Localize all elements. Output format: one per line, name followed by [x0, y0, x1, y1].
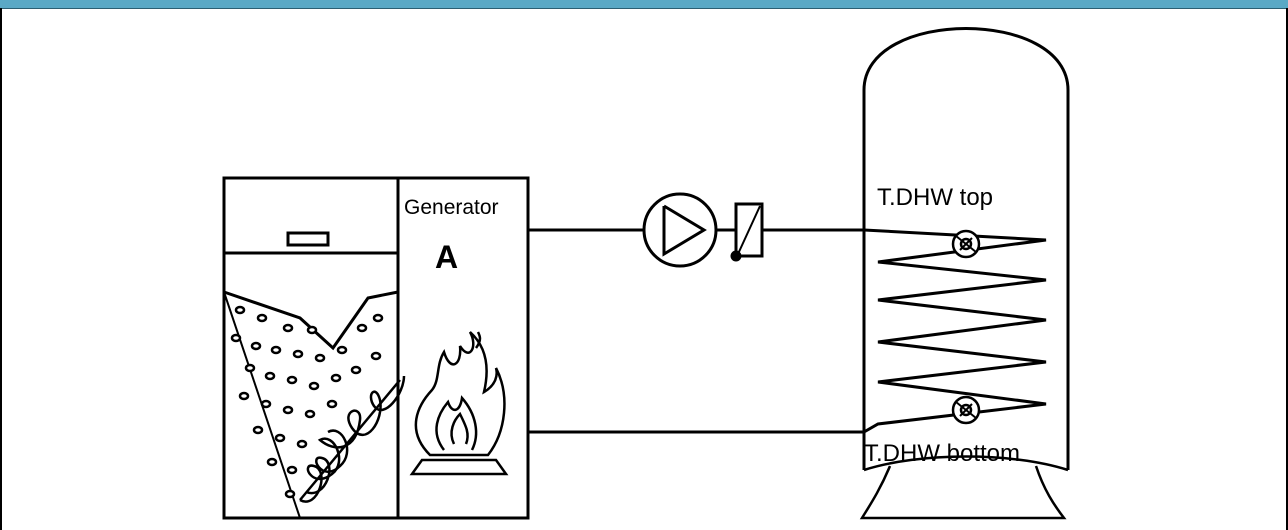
- sensor-top-label: T.DHW top: [877, 184, 993, 211]
- diagram-frame: [0, 8, 1288, 530]
- pellet-boiler: [222, 176, 530, 520]
- dhw-tank: [859, 27, 1070, 520]
- sensor-bottom-label: T.DHW bottom: [864, 440, 1020, 467]
- pellets: [230, 305, 384, 499]
- check-valve-icon: [730, 202, 764, 262]
- generator-label: Generator: [404, 196, 499, 219]
- auger-screw: [299, 375, 406, 503]
- pump-icon: [642, 192, 718, 268]
- flame-icon: [409, 331, 509, 476]
- tank-foot: [859, 465, 1067, 520]
- header-bar: [0, 0, 1288, 9]
- heat-exchanger-coil: [863, 228, 1047, 434]
- hopper-handle: [286, 231, 330, 247]
- burner-tray: [409, 458, 509, 476]
- boiler-housing: [222, 176, 530, 520]
- generator-letter: A: [435, 239, 458, 275]
- sensor-bottom-icon: [951, 395, 981, 425]
- sensor-top-icon: [951, 229, 981, 259]
- pellet-hopper-v: [223, 290, 399, 351]
